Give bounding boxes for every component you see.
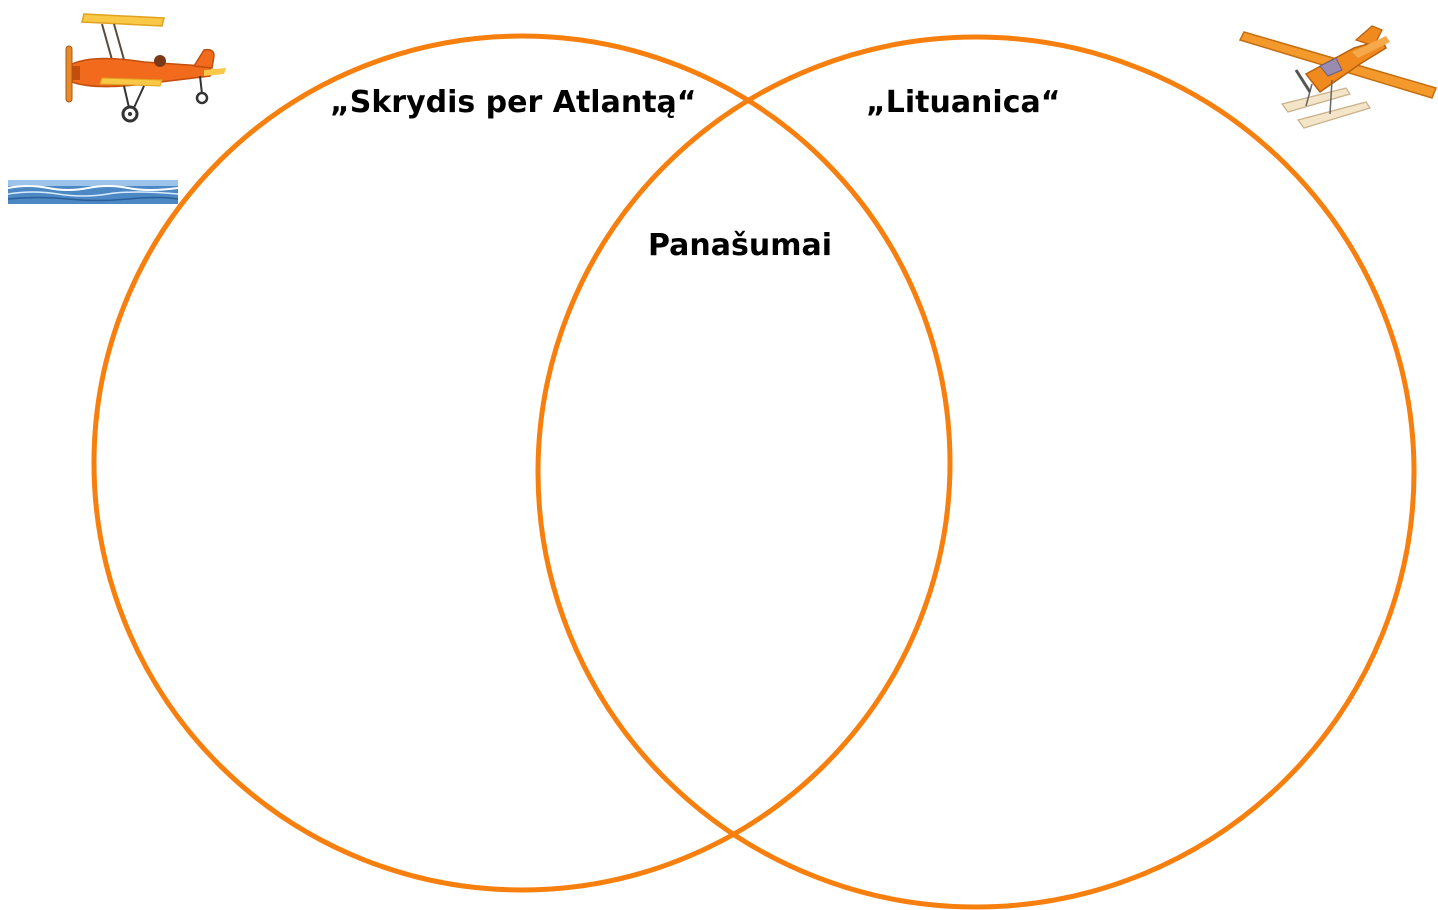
biplane-illustration [65,13,226,123]
left-circle-title: „Skrydis per Atlantą“ [330,85,697,120]
ocean-waves-illustration [8,180,178,204]
right-circle [535,34,1417,910]
seaplane-illustration [1238,25,1438,129]
intersection-title: Panašumai [648,228,833,263]
left-circle [91,33,953,893]
right-circle-title: „Lituanica“ [866,85,1061,120]
